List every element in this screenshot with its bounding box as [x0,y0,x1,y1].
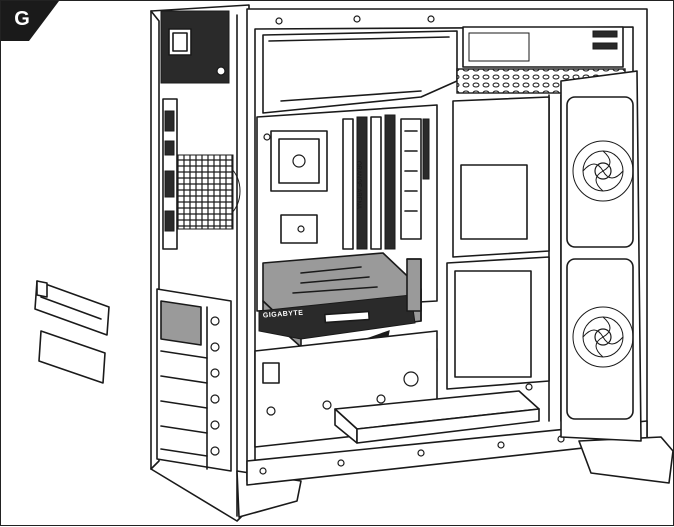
fan-icon-2 [566,258,634,420]
rear-fan-grill [171,154,241,230]
board-brand-label: ORANGE ARENA [355,161,361,210]
drive-cage [446,96,550,391]
expansion-slot-covers [156,288,232,472]
fan-icon [566,96,634,248]
drive-tray [334,390,540,444]
step-letter: G [14,8,30,30]
step-badge-icon [1,1,59,41]
case-bottom [246,420,674,486]
case-rear-panel [150,4,302,522]
slot-cover-bracket-icon [34,280,110,384]
graphics-card [258,252,422,348]
step-badge: G [1,1,59,41]
